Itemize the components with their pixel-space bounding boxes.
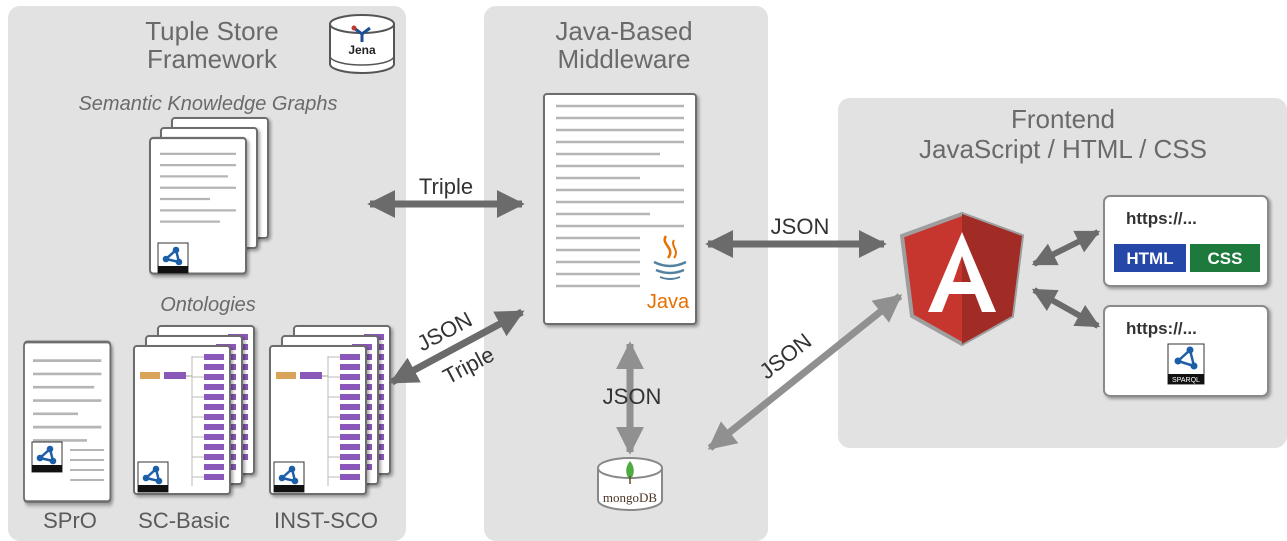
java-logo-icon: Java bbox=[647, 235, 690, 313]
connection-label-json-mid-right: JSON bbox=[771, 214, 830, 239]
ontology-name-inst-sco: INST-SCO bbox=[274, 508, 378, 533]
rdf-logo-icon bbox=[156, 241, 190, 275]
tuple-store-title-line2: Framework bbox=[147, 44, 278, 74]
connection-label-json-lower-left: JSON bbox=[413, 307, 477, 357]
java-source-document: Java bbox=[543, 93, 697, 325]
connection-label-triple-top: Triple bbox=[419, 174, 473, 199]
middleware-title-line2: Middleware bbox=[558, 44, 691, 74]
rdf-logo-icon bbox=[136, 460, 170, 494]
html-badge bbox=[1114, 244, 1186, 272]
java-label: Java bbox=[647, 291, 690, 313]
frontend-title-line1: Frontend bbox=[1011, 104, 1115, 134]
rdf-logo-icon bbox=[272, 460, 306, 494]
connection-label-json-vertical: JSON bbox=[603, 384, 662, 409]
sparql-logo-icon: SPARQL bbox=[1167, 343, 1205, 385]
sc-basic-ontology-stack bbox=[133, 325, 255, 495]
css-badge bbox=[1190, 244, 1260, 272]
mongodb-database-icon: mongoDB bbox=[597, 457, 663, 511]
arrow-json-triple-lower-left bbox=[389, 308, 525, 386]
ontology-name-spro: SPrO bbox=[43, 508, 97, 533]
css-badge-label: CSS bbox=[1208, 249, 1243, 268]
arrow-json-diagonal bbox=[707, 293, 903, 451]
ontology-name-sc-basic: SC-Basic bbox=[138, 508, 230, 533]
url-top-text: https://... bbox=[1126, 209, 1197, 228]
browser-window-sparql: https://... SPARQL bbox=[1103, 305, 1269, 397]
arrow-angular-to-browser-top bbox=[1031, 229, 1101, 267]
url-bottom-text: https://... bbox=[1126, 319, 1197, 338]
frontend-title-line2: JavaScript / HTML / CSS bbox=[919, 134, 1207, 164]
html-badge-label: HTML bbox=[1126, 249, 1173, 268]
browser-window-html-css: https://... HTML CSS bbox=[1103, 195, 1269, 287]
ontologies-label: Ontologies bbox=[160, 294, 256, 316]
knowledge-graphs-label: Semantic Knowledge Graphs bbox=[78, 93, 337, 115]
tuple-store-title-line1: Tuple Store bbox=[145, 16, 278, 46]
rdf-logo-icon bbox=[30, 440, 64, 474]
middleware-title-line1: Java-Based bbox=[555, 16, 692, 46]
jena-label: Jena bbox=[348, 43, 376, 57]
inst-sco-ontology-stack bbox=[269, 325, 391, 495]
sparql-label: SPARQL bbox=[1172, 377, 1200, 384]
jena-database-icon: Jena bbox=[329, 14, 395, 74]
angular-logo-icon bbox=[899, 211, 1025, 347]
spro-document bbox=[22, 340, 112, 503]
mongodb-label: mongoDB bbox=[603, 490, 658, 505]
arrow-angular-to-browser-bottom bbox=[1031, 287, 1101, 329]
